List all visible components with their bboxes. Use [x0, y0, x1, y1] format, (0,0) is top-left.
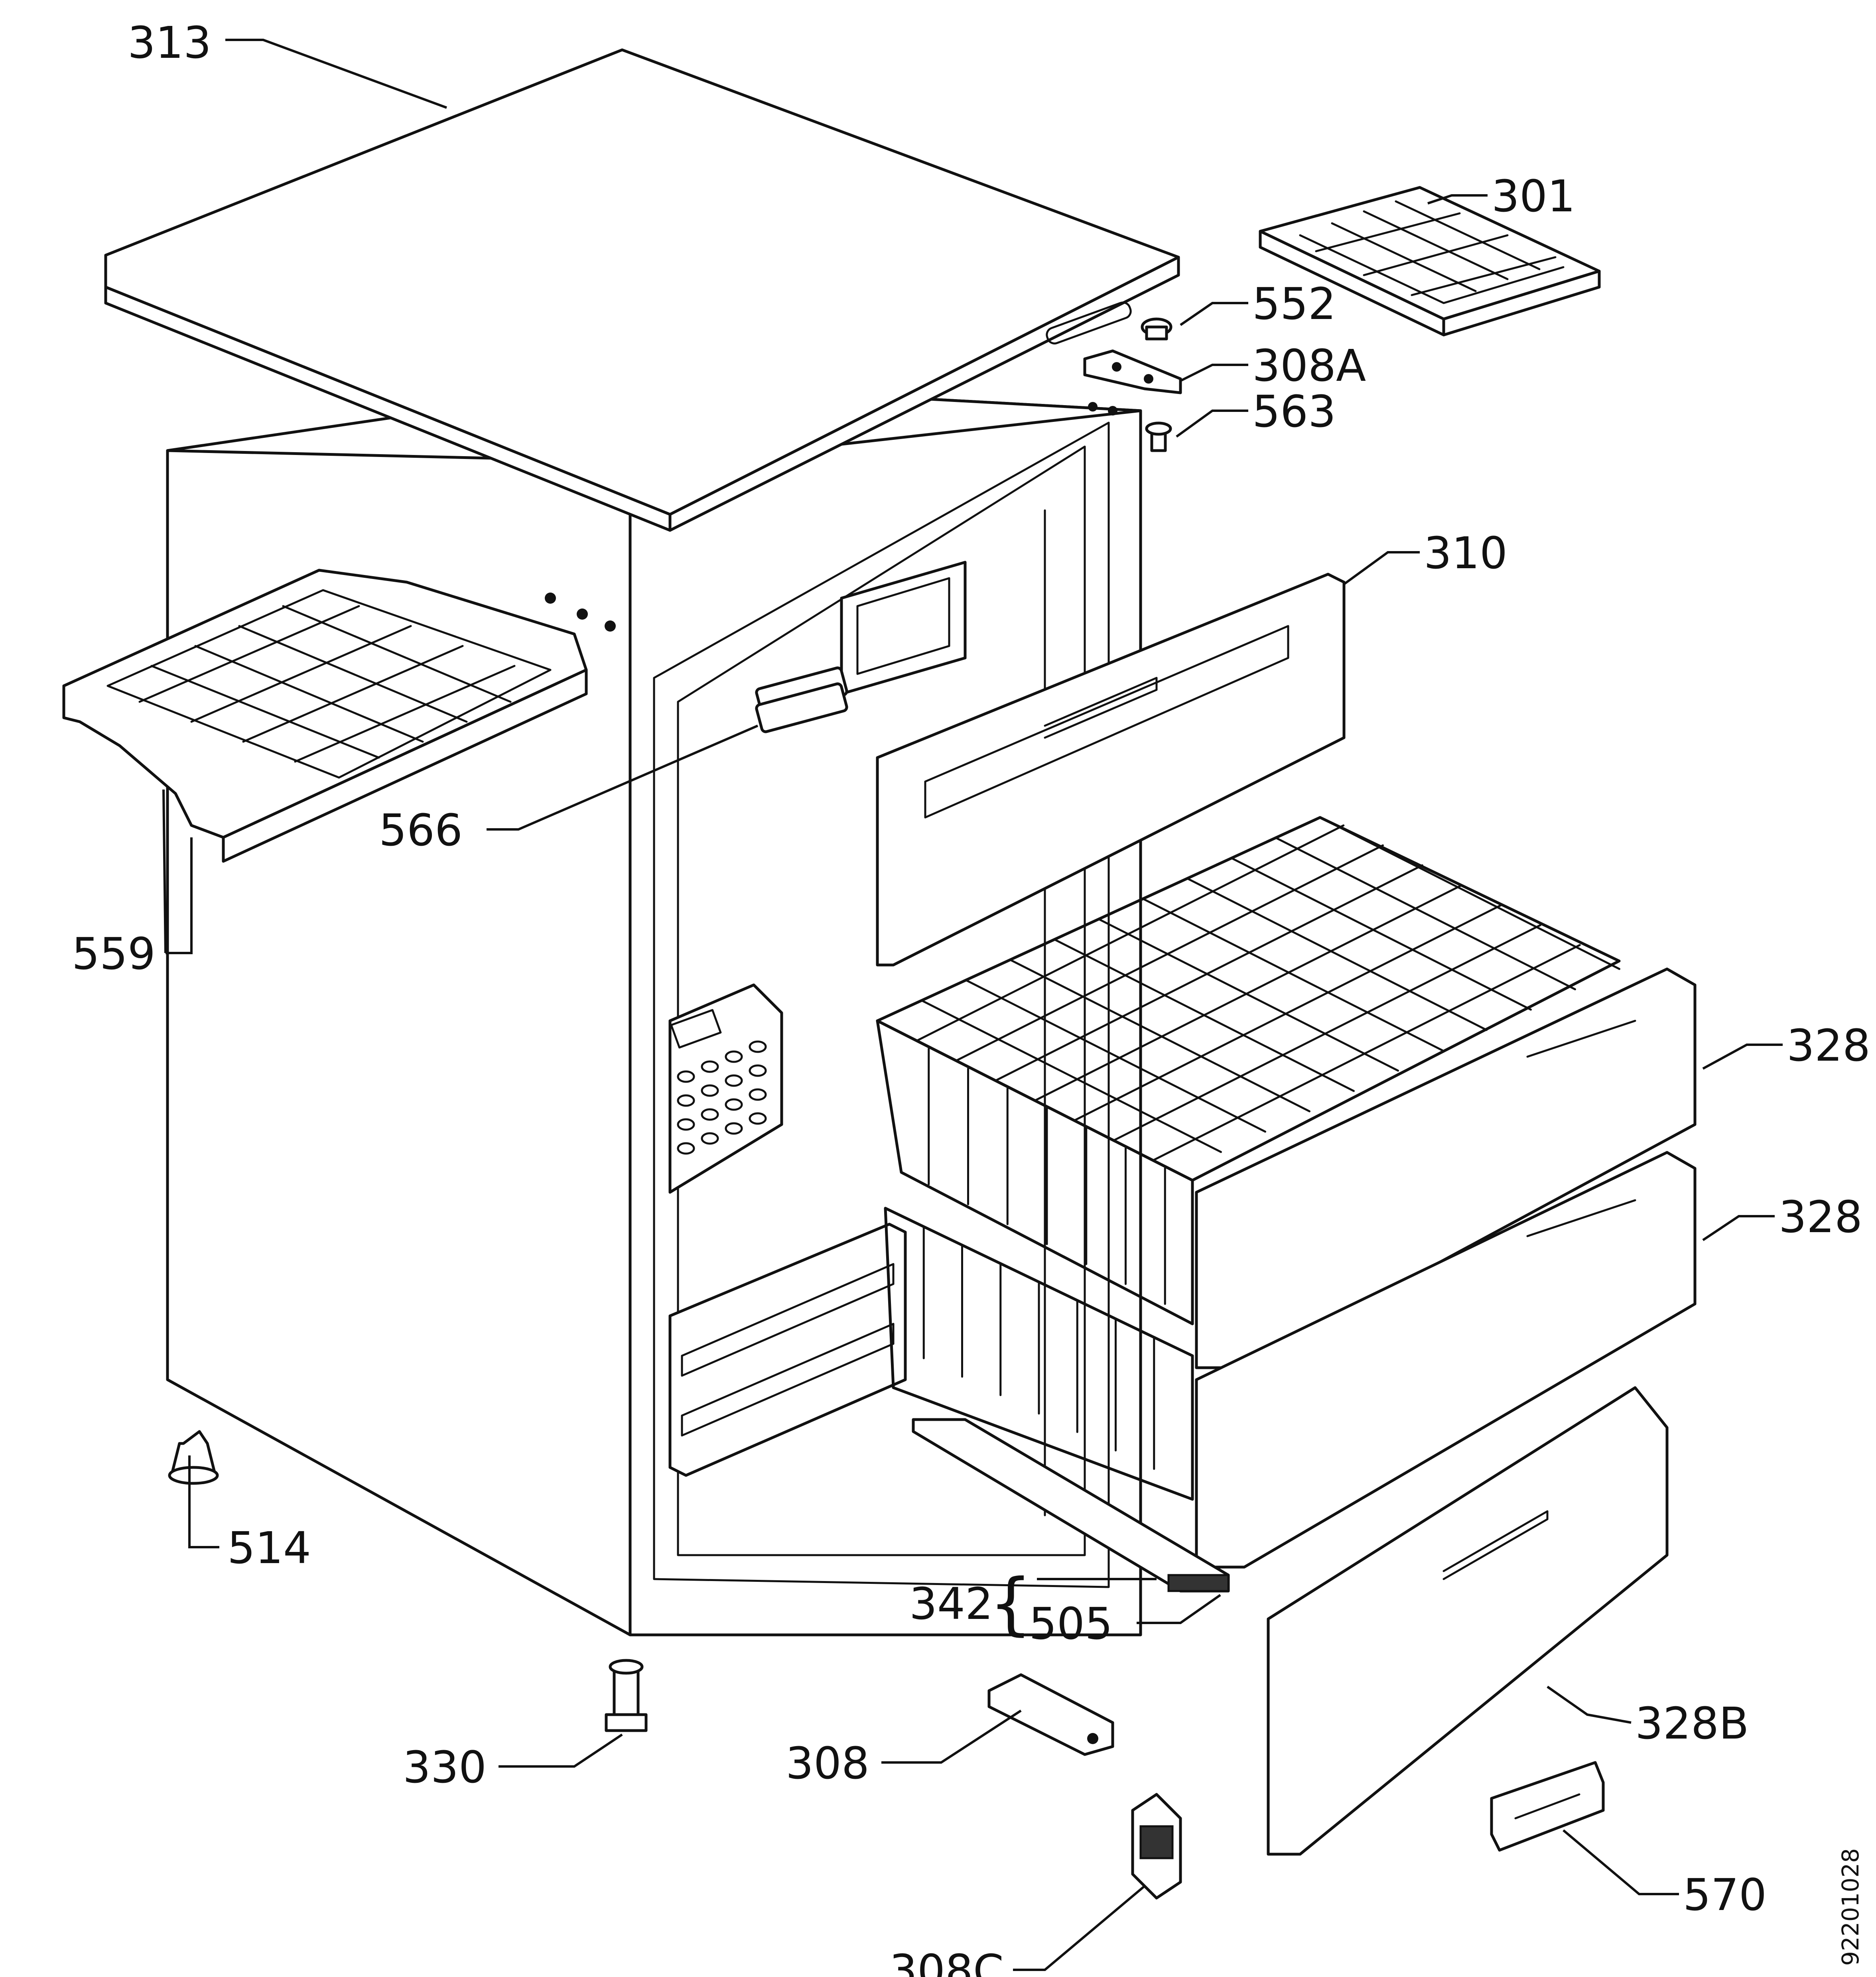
label-328-lower: 328: [1779, 1191, 1862, 1243]
document-id: 92201028: [1837, 1848, 1864, 1966]
latch-566: [755, 561, 967, 733]
label-328-upper: 328: [1787, 1020, 1870, 1071]
hinge-plate-308A: [1083, 349, 1182, 394]
hinge-308: [987, 1673, 1114, 1756]
label-563: 563: [1252, 386, 1336, 437]
cap-552: [1141, 317, 1172, 341]
label-514: 514: [227, 1522, 311, 1573]
label-310: 310: [1424, 528, 1508, 579]
part-labels: 313 301 552 308A 563 310 566 559 328 328…: [72, 17, 1870, 1977]
label-301: 301: [1492, 171, 1575, 222]
drawer-front-328B: [1267, 1386, 1669, 1856]
wire-basket-upper: [876, 816, 1621, 1325]
label-566: 566: [379, 805, 463, 856]
control-panel: [668, 983, 783, 1194]
top-cover-313: [104, 48, 1180, 532]
drawer-front-328-upper: [1195, 967, 1697, 1369]
label-570: 570: [1683, 1869, 1767, 1920]
label-308C: 308C: [889, 1945, 1004, 1977]
floor-racks: [668, 1223, 907, 1477]
foot-514: [168, 1430, 219, 1485]
grid-tray-559: [62, 569, 588, 863]
label-559: 559: [72, 928, 156, 979]
wire-basket-lower: [884, 1207, 1194, 1501]
bolt-330: [605, 1659, 648, 1732]
label-313: 313: [128, 17, 211, 68]
hinge-308C: [1131, 1793, 1182, 1900]
bracket-342: {: [989, 1564, 1032, 1643]
leader-lines: [162, 39, 1783, 1971]
handle-570: [1490, 1761, 1605, 1852]
label-308A: 308A: [1252, 340, 1366, 391]
label-308: 308: [786, 1738, 869, 1789]
label-328B: 328B: [1635, 1698, 1749, 1749]
label-330: 330: [403, 1742, 487, 1793]
label-552: 552: [1252, 278, 1336, 329]
flap-310: [876, 573, 1346, 967]
rail-505: [912, 1418, 1230, 1593]
screw-563: [1145, 421, 1172, 452]
label-505: 505: [1029, 1598, 1113, 1649]
label-342: 342: [909, 1578, 993, 1629]
ice-tray-301: [1259, 186, 1601, 337]
